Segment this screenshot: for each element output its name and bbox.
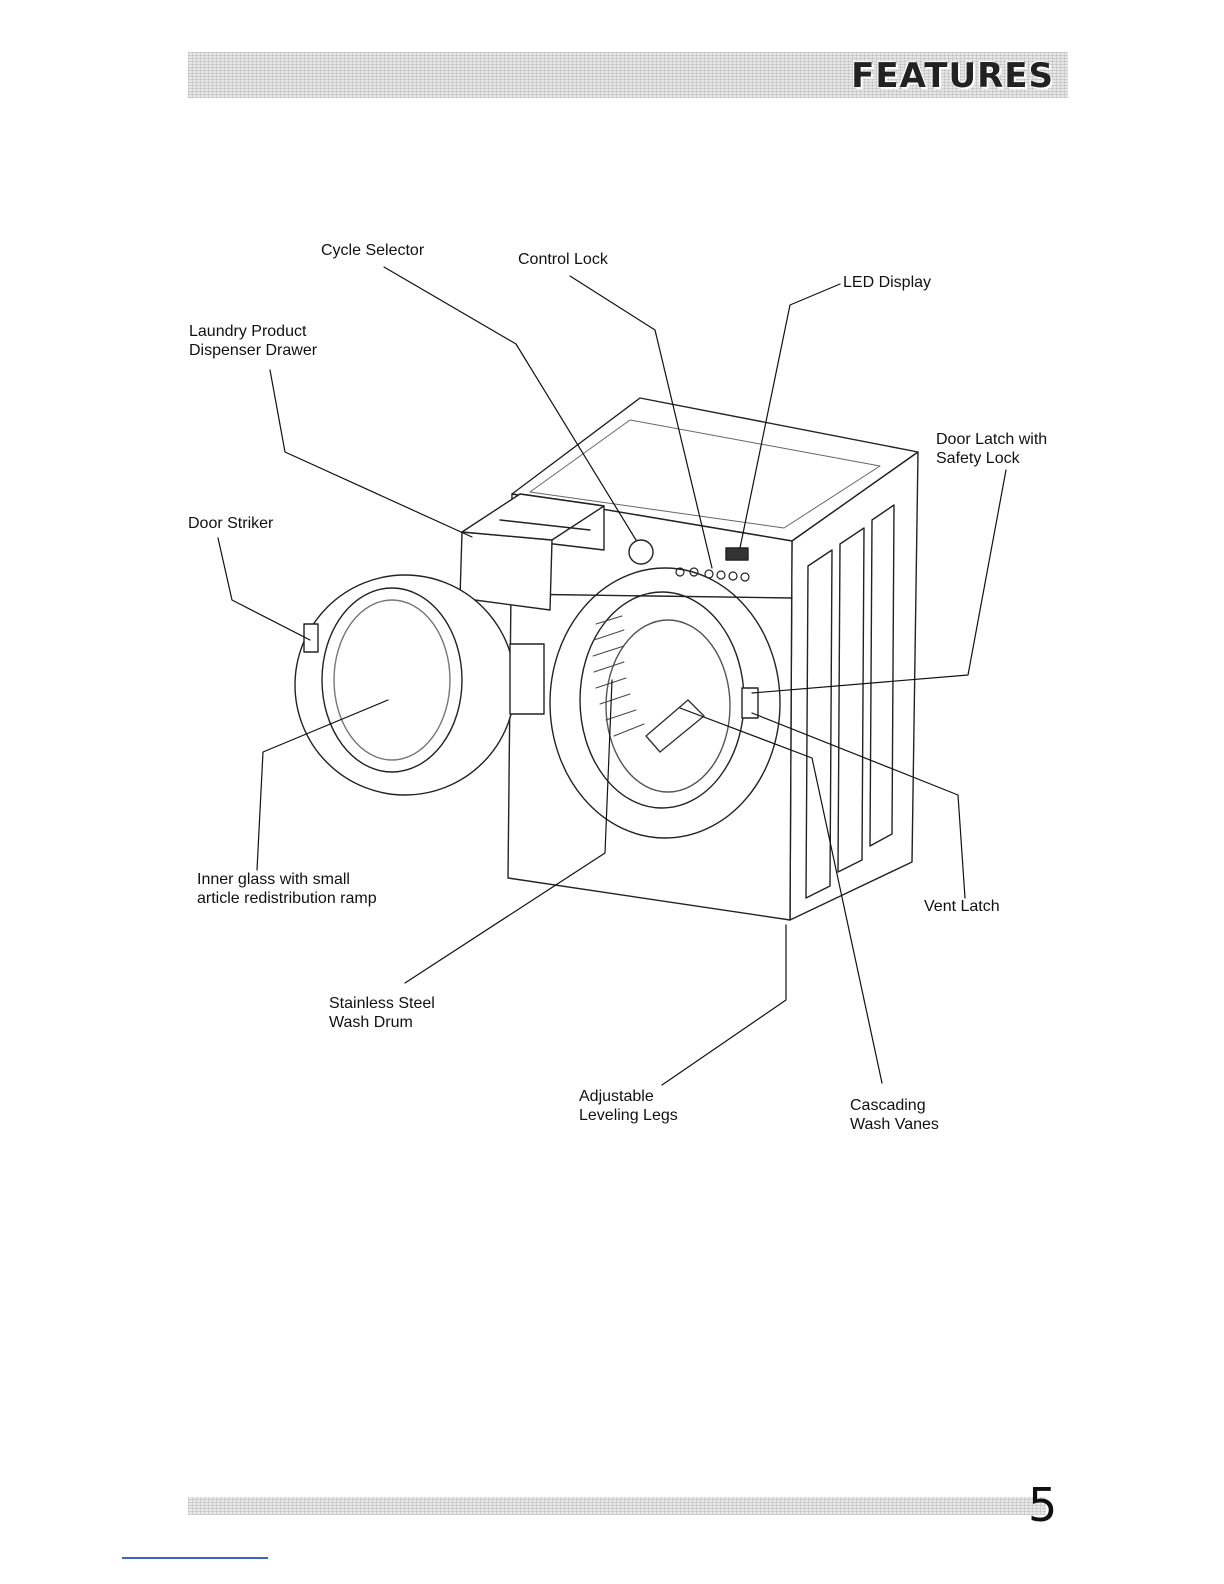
- page-number: 5: [1028, 1478, 1057, 1532]
- label-cycle-selector: Cycle Selector: [321, 241, 424, 260]
- label-control-lock: Control Lock: [518, 250, 608, 269]
- footer-bar: [188, 1497, 1046, 1515]
- leader-dispenser-drawer: [270, 370, 472, 537]
- door-outer-ring: [295, 575, 515, 795]
- label-wash-drum: Stainless Steel Wash Drum: [329, 994, 435, 1032]
- door-hinge: [510, 644, 544, 714]
- label-wash-vanes: Cascading Wash Vanes: [850, 1096, 939, 1134]
- label-inner-glass: Inner glass with small article redistrib…: [197, 870, 377, 908]
- label-door-latch: Door Latch with Safety Lock: [936, 430, 1047, 468]
- bottom-link-underline: [122, 1557, 268, 1559]
- led-display-screen: [726, 548, 748, 560]
- label-vent-latch: Vent Latch: [924, 897, 1000, 916]
- leader-door-striker: [218, 538, 310, 640]
- label-dispenser-drawer: Laundry Product Dispenser Drawer: [189, 322, 317, 360]
- leader-leveling-legs: [662, 925, 786, 1085]
- label-door-striker: Door Striker: [188, 514, 273, 533]
- label-led-display: LED Display: [843, 273, 931, 292]
- label-leveling-legs: Adjustable Leveling Legs: [579, 1087, 678, 1125]
